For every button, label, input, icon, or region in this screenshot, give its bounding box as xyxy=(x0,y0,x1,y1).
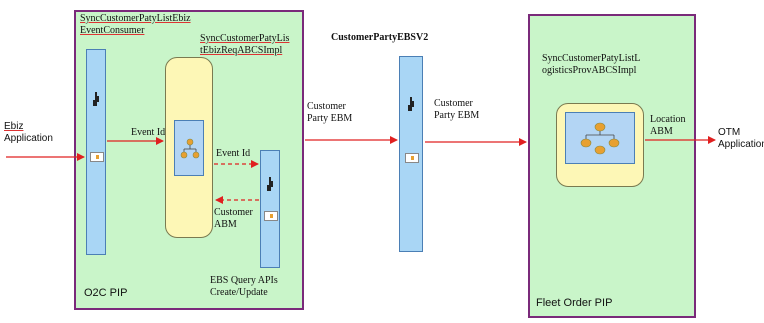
customer-abm-line1: Customer xyxy=(214,207,253,218)
fleet-service-box xyxy=(565,112,635,164)
fleet-pip-name: Fleet Order PIP xyxy=(536,297,613,309)
ebm-out-label: Customer Party EBM xyxy=(434,98,479,122)
location-abm-label: Location ABM xyxy=(650,114,686,138)
customer-abm-label: Customer ABM xyxy=(214,207,253,231)
process-flow-icon xyxy=(580,122,620,155)
abcs-impl-box xyxy=(165,57,213,238)
bpel-process-icon xyxy=(408,97,414,111)
event-id-label-2: Event Id xyxy=(216,148,251,159)
o2c-pip-name: O2C PIP xyxy=(84,287,128,299)
adapter-icon xyxy=(90,152,104,162)
adapter-icon xyxy=(264,211,278,221)
abcs-impl-label-line2: tEbizReqABCSImpl xyxy=(200,45,283,56)
ebiz-label: Ebiz xyxy=(4,121,24,132)
customer-abm-line2: ABM xyxy=(214,219,237,230)
bpel-process-icon xyxy=(93,92,99,106)
fleet-abcs-label: SyncCustomerPatyListL ogisticsProvABCSIm… xyxy=(542,53,640,77)
otm-label: OTM xyxy=(718,127,741,138)
fleet-abcs-line2: ogisticsProvABCSImpl xyxy=(542,65,637,76)
ebs-title: CustomerPartyEBSV2 xyxy=(331,32,429,43)
ebm-in-line2: Party EBM xyxy=(307,113,353,124)
fleet-abcs-line1: SyncCustomerPatyListL xyxy=(542,53,641,64)
adapter-icon xyxy=(405,153,419,163)
event-consumer-bar xyxy=(86,49,106,255)
ebs-bar xyxy=(399,56,423,252)
otm-application-line2: Application xyxy=(718,139,764,150)
application-label: Application xyxy=(4,133,53,144)
event-consumer-label-line2: EventConsumer xyxy=(80,25,145,36)
ebs-query-line1: EBS Query APIs xyxy=(210,275,278,286)
event-consumer-label-line1: SyncCustomerPatyListEbiz xyxy=(80,13,191,24)
abcs-service-box xyxy=(174,120,204,176)
event-id-label-1: Event Id xyxy=(131,127,166,138)
otm-application-label: OTM Application xyxy=(718,127,764,151)
ebm-out-line1: Customer xyxy=(434,98,473,109)
location-abm-line2: ABM xyxy=(650,126,673,137)
abcs-impl-label: SyncCustomerPatyLis tEbizReqABCSImpl xyxy=(200,33,289,57)
ebs-query-bar xyxy=(260,150,280,268)
ebs-query-line2: Create/Update xyxy=(210,287,268,298)
abcs-impl-label-line1: SyncCustomerPatyLis xyxy=(200,33,290,44)
ebs-query-apis-label: EBS Query APIs Create/Update xyxy=(210,275,278,299)
bpel-process-icon xyxy=(267,177,273,191)
ebiz-application-label: Ebiz Application xyxy=(4,121,53,145)
ebm-in-label: Customer Party EBM xyxy=(307,101,352,125)
location-abm-line1: Location xyxy=(650,114,686,125)
ebm-in-line1: Customer xyxy=(307,101,346,112)
event-consumer-label: SyncCustomerPatyListEbiz EventConsumer xyxy=(80,13,191,37)
ebm-out-line2: Party EBM xyxy=(434,110,480,121)
fleet-abcs-box xyxy=(556,103,644,187)
process-flow-icon xyxy=(180,138,200,159)
